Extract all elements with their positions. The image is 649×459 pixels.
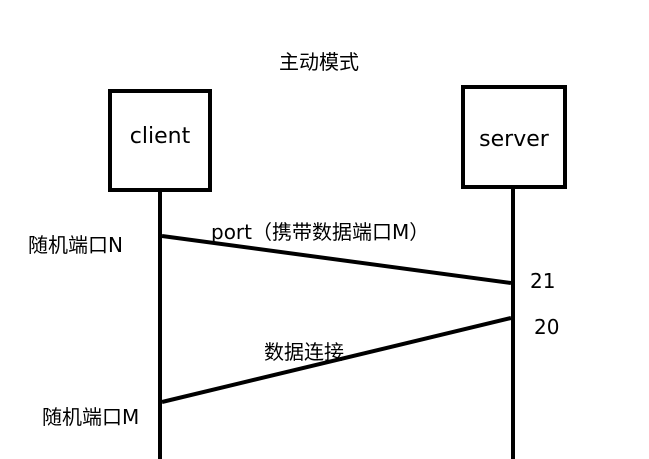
server-box: server bbox=[461, 85, 567, 189]
server-port-20: 20 bbox=[534, 315, 560, 339]
data-connection-label: 数据连接 bbox=[264, 340, 344, 364]
client-box: client bbox=[108, 89, 212, 192]
client-label: client bbox=[129, 124, 191, 149]
client-random-port-m: 随机端口M bbox=[42, 405, 140, 429]
data-connection-line bbox=[161, 316, 512, 404]
server-label: server bbox=[479, 127, 549, 152]
server-port-21: 21 bbox=[530, 269, 556, 293]
client-random-port-n: 随机端口N bbox=[28, 233, 123, 257]
control-connection-line bbox=[161, 234, 512, 285]
diagram-title: 主动模式 bbox=[279, 50, 359, 74]
port-command-label: port（携带数据端口M） bbox=[211, 220, 430, 244]
